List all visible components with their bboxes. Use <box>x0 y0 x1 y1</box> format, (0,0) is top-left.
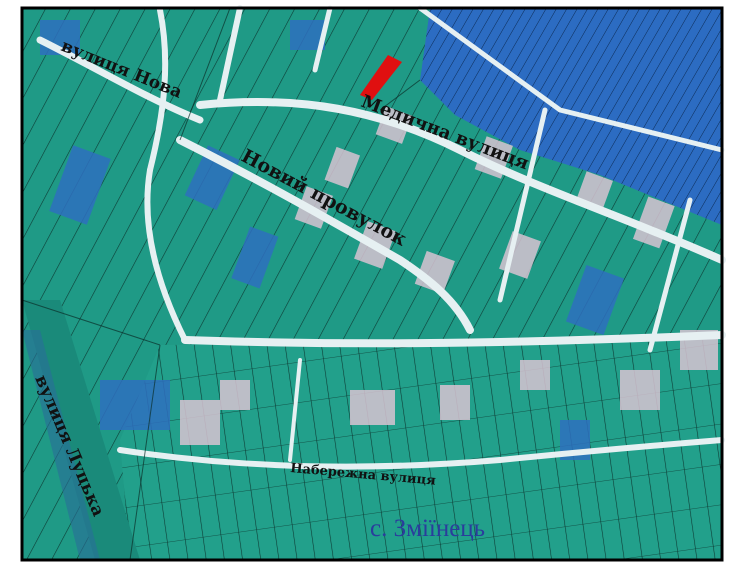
parcel-marker-icon <box>360 55 402 100</box>
parcel-boundaries <box>21 7 421 561</box>
parcel-highlights <box>40 20 718 460</box>
map-border <box>20 6 724 562</box>
parcels-south <box>120 340 722 560</box>
roads <box>36 5 726 470</box>
label-village: с. Зміїнець <box>370 515 485 542</box>
road-lutska-band <box>22 300 140 560</box>
